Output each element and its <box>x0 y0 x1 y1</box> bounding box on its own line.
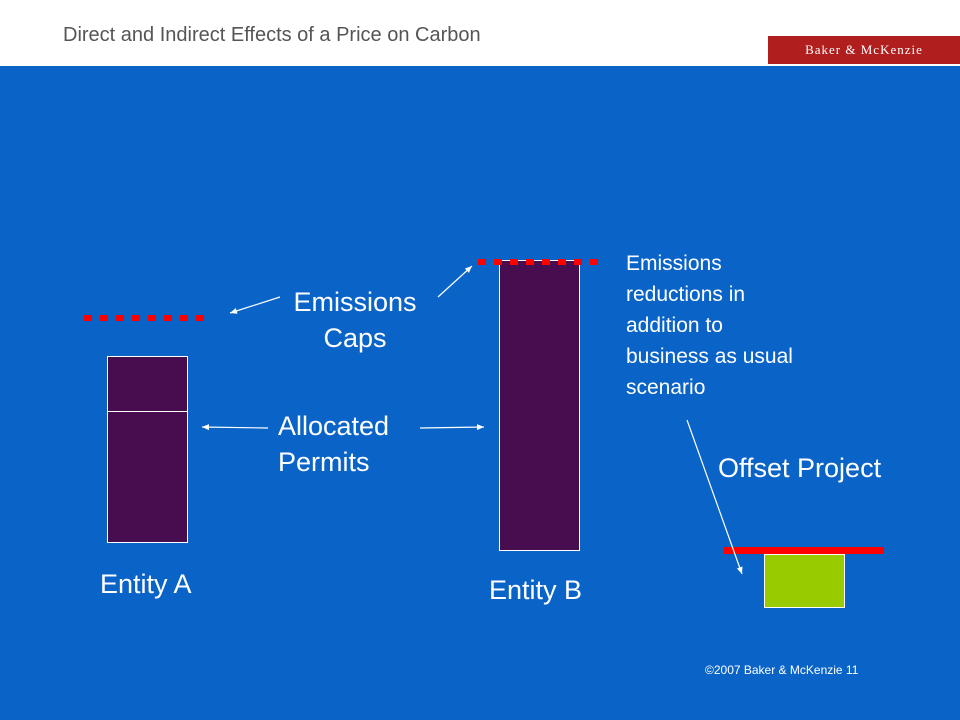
entity-b-emissions-cap <box>478 259 602 265</box>
emissions-reductions-label: Emissions reductions in addition to busi… <box>626 248 793 403</box>
emissions-caps-line-1: Emissions <box>293 287 417 317</box>
offset-project-box <box>764 554 845 608</box>
offset-project-label: Offset Project <box>718 453 882 483</box>
emissions-caps-line-2: Caps <box>323 323 387 353</box>
baker-mckenzie-logo: Baker & McKenzie <box>768 36 960 64</box>
reductions-line-1: Emissions <box>626 252 722 275</box>
entity-a-emissions-cap <box>84 315 208 321</box>
reductions-line-2: reductions in <box>626 283 746 306</box>
reductions-line-5: scenario <box>626 376 706 399</box>
entity-a-allocation-divider <box>107 411 188 412</box>
reductions-line-3: addition to <box>626 314 723 337</box>
entity-b-label: Entity B <box>489 575 583 605</box>
allocated-permits-line-1: Allocated <box>278 411 390 441</box>
allocated-permits-line-2: Permits <box>278 447 370 477</box>
reductions-line-4: business as usual <box>626 345 793 368</box>
page-number: 11 <box>845 663 859 677</box>
offset-project-baseline <box>724 547 884 554</box>
copyright-text: ©2007 Baker & McKenzie <box>705 663 843 677</box>
entity-a-bar <box>107 356 188 543</box>
entity-b-bar <box>499 260 580 551</box>
slide-header: Direct and Indirect Effects of a Price o… <box>0 0 960 66</box>
allocated-permits-label: Allocated Permits <box>278 408 389 480</box>
slide-title: Direct and Indirect Effects of a Price o… <box>63 24 481 46</box>
entity-a-label: Entity A <box>100 569 192 599</box>
slide-footer: ©2007 Baker & McKenzie 11 <box>705 663 858 677</box>
emissions-caps-label: Emissions Caps <box>270 284 440 356</box>
